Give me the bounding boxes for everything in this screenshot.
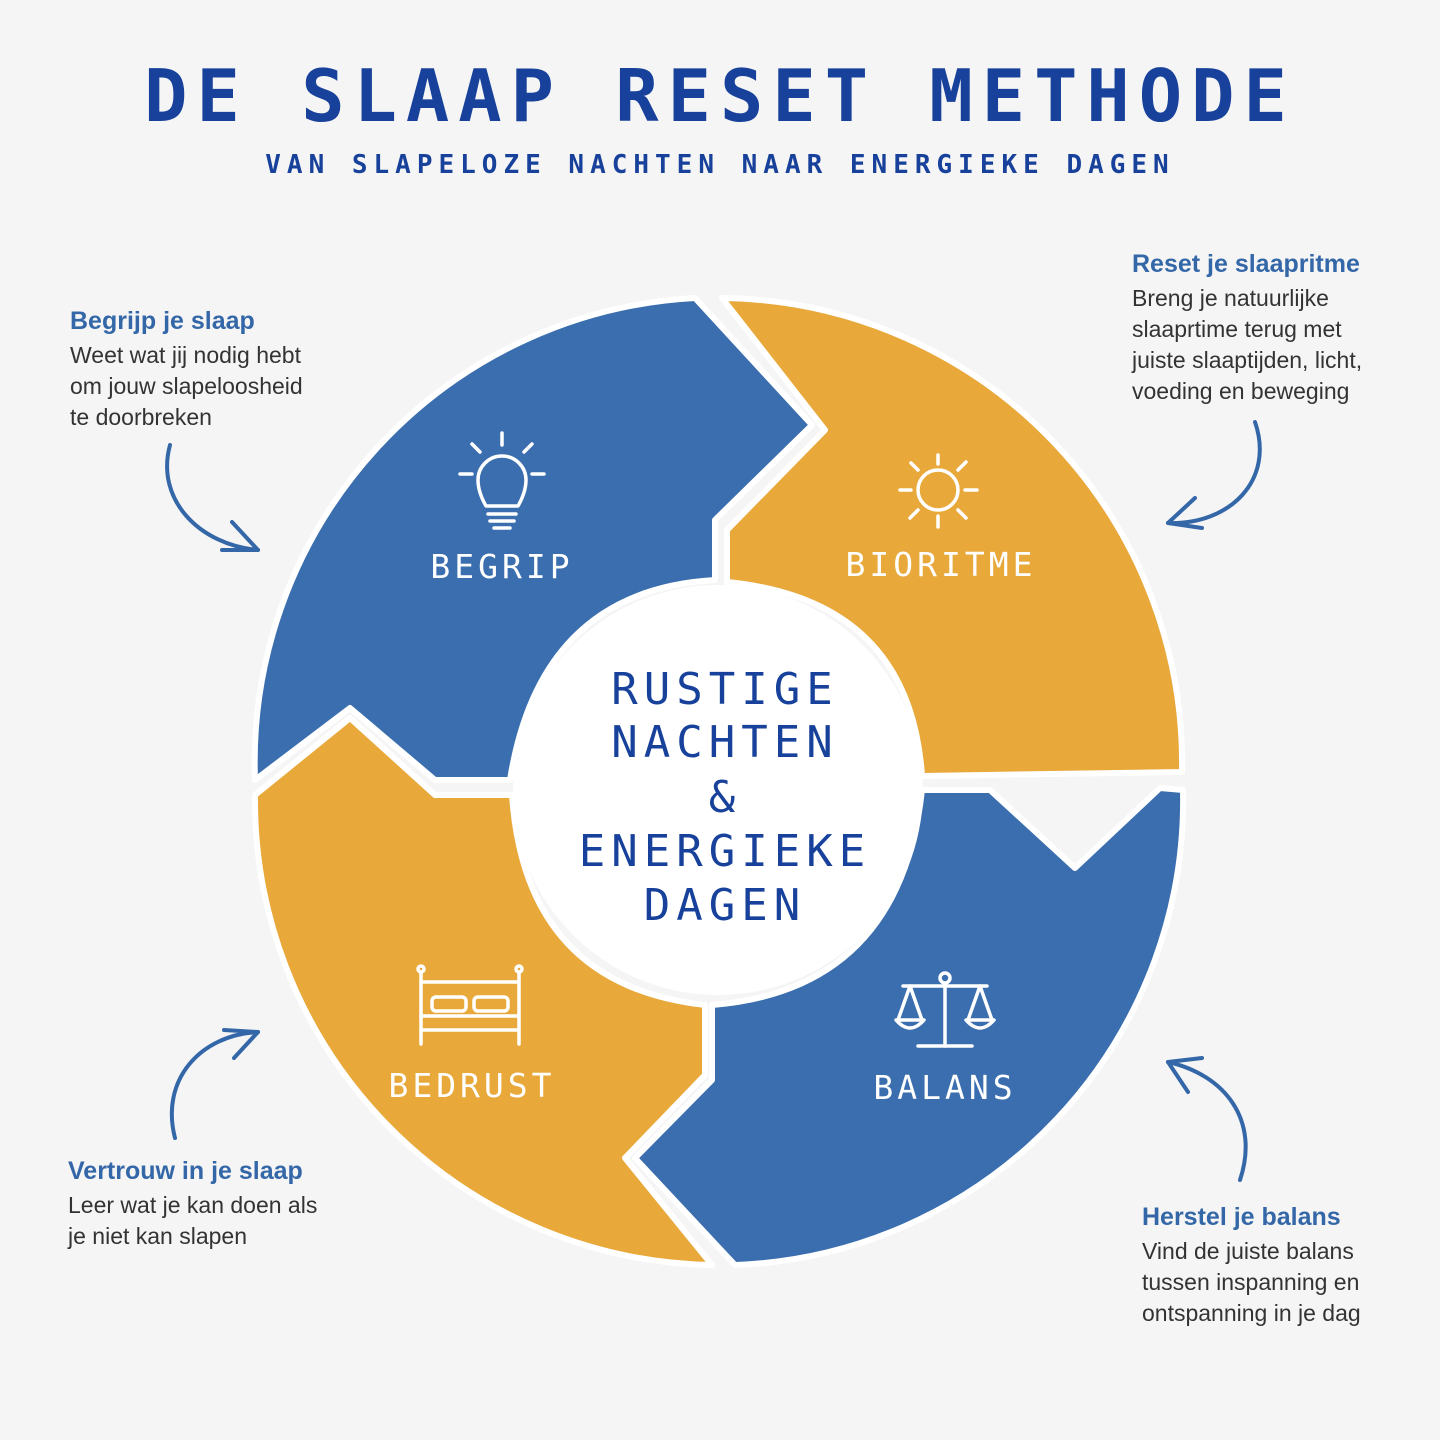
- note-bedrust: Vertrouw in je slaap Leer wat je kan doe…: [68, 1157, 317, 1252]
- center-line-4: ENERGIEKE: [579, 826, 871, 877]
- segment-label-bioritme: BIORITME: [846, 545, 1037, 584]
- lightbulb-icon: [458, 431, 546, 530]
- note-balans-title: Herstel je balans: [1142, 1203, 1341, 1231]
- arrow-bedrust: [169, 1028, 260, 1140]
- note-bedrust-body: Leer wat je kan doen als je niet kan sla…: [68, 1190, 317, 1252]
- note-bioritme-line: Breng je natuurlijke: [1132, 285, 1329, 311]
- segment-bioritme[interactable]: [719, 295, 1186, 779]
- note-begrip-body: Weet wat jij nodig hebt om jouw slapeloo…: [70, 340, 303, 433]
- segment-label-balans: BALANS: [873, 1068, 1016, 1107]
- segment-bedrust-shape: [251, 715, 715, 1268]
- arrow-bioritme: [1166, 420, 1262, 530]
- note-bioritme-line: slaaprtime terug met: [1132, 316, 1342, 342]
- segment-bedrust[interactable]: [251, 715, 715, 1268]
- note-bedrust-line: Leer wat je kan doen als: [68, 1192, 318, 1218]
- segment-begrip[interactable]: [251, 295, 815, 783]
- note-balans-body: Vind de juiste balans tussen inspanning …: [1142, 1236, 1361, 1329]
- note-begrip-title: Begrijp je slaap: [70, 307, 255, 335]
- arrow-balans: [1166, 1056, 1248, 1182]
- page-title: DE SLAAP RESET METHODE: [144, 54, 1296, 138]
- page-subtitle: VAN SLAPELOZE NACHTEN NAAR ENERGIEKE DAG…: [265, 150, 1175, 180]
- note-bioritme: Reset je slaapritme Breng je natuurlijke…: [1132, 250, 1362, 407]
- note-begrip: Begrijp je slaap Weet wat jij nodig hebt…: [70, 307, 303, 433]
- note-bedrust-line: je niet kan slapen: [68, 1223, 248, 1249]
- center-line-1: RUSTIGE: [611, 664, 838, 715]
- note-begrip-line: te doorbreken: [70, 404, 212, 430]
- note-bioritme-line: voeding en beweging: [1132, 378, 1350, 404]
- segment-label-begrip: BEGRIP: [430, 547, 573, 586]
- bed-icon: [416, 964, 524, 1046]
- segment-bioritme-shape: [719, 295, 1186, 779]
- note-bioritme-line: juiste slaaptijden, licht,: [1132, 347, 1363, 373]
- sun-icon: [898, 453, 979, 529]
- center-circle: [513, 585, 923, 995]
- center-line-2: NACHTEN: [611, 717, 838, 768]
- center-text: RUSTIGE NACHTEN & ENERGIEKE DAGEN: [579, 664, 871, 931]
- segment-label-bedrust: BEDRUST: [388, 1066, 555, 1105]
- segment-begrip-shape: [251, 295, 815, 783]
- note-balans: Herstel je balans Vind de juiste balans …: [1142, 1203, 1361, 1329]
- note-bedrust-title: Vertrouw in je slaap: [68, 1157, 303, 1185]
- note-bioritme-body: Breng je natuurlijke slaaprtime terug me…: [1132, 283, 1362, 407]
- scales-icon: [894, 971, 996, 1048]
- note-balans-line: Vind de juiste balans: [1142, 1238, 1354, 1264]
- note-begrip-line: om jouw slapeloosheid: [70, 373, 303, 399]
- center-line-3: &: [709, 772, 742, 823]
- note-bioritme-title: Reset je slaapritme: [1132, 250, 1360, 278]
- note-begrip-line: Weet wat jij nodig hebt: [70, 342, 301, 368]
- arrow-begrip: [165, 443, 260, 552]
- center-line-5: DAGEN: [644, 880, 806, 931]
- note-balans-line: tussen inspanning en: [1142, 1269, 1360, 1295]
- note-balans-line: ontspanning in je dag: [1142, 1300, 1361, 1326]
